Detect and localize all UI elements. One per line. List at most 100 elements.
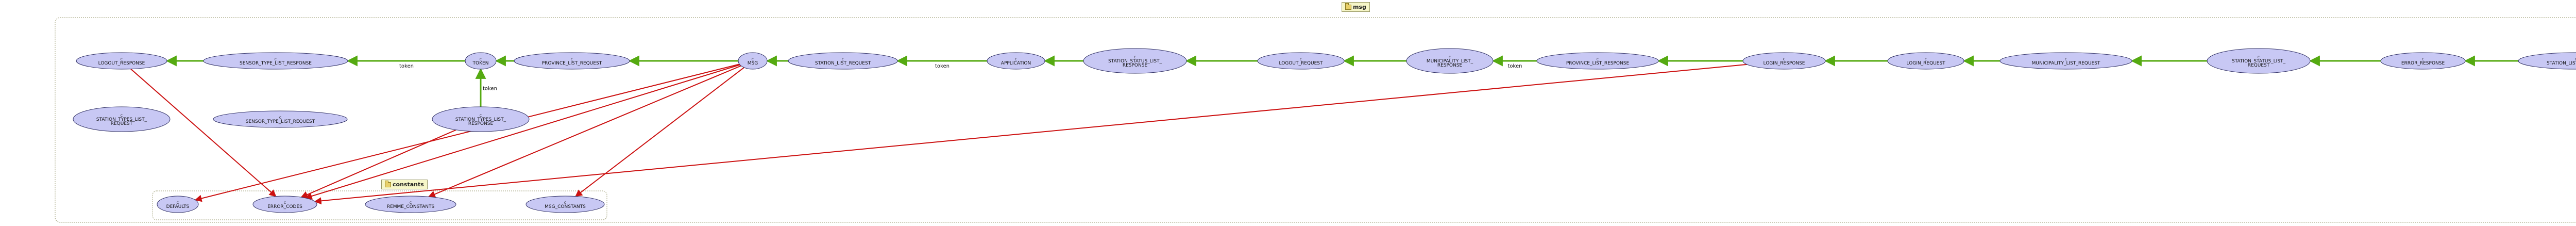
- node-label: TOKEN: [472, 61, 489, 66]
- node-ellipse: [1406, 48, 1494, 74]
- node-stereotype: C: [2422, 58, 2424, 61]
- node-ellipse: [465, 52, 497, 70]
- node-ellipse: [157, 196, 199, 213]
- edge-red-msg-to-defaults: [194, 63, 740, 202]
- node-label: STATION_STATUS_LIST_: [2232, 59, 2286, 64]
- node-label: LOGIN_REQUEST: [1906, 61, 1945, 66]
- node-stereotype: C: [279, 116, 281, 120]
- node-stereotype: C: [2065, 58, 2067, 61]
- node-stereotype: C: [177, 201, 179, 205]
- node-stereotype: C: [2258, 56, 2260, 59]
- node-stereotype: C: [752, 58, 754, 61]
- node-ellipse: [1083, 48, 1187, 74]
- node-ellipse: [1887, 52, 1964, 70]
- node-stereotype: C: [410, 201, 412, 205]
- edge-label: token: [1508, 63, 1522, 69]
- node-label: MUNICIPALITY_LIST_: [1427, 59, 1473, 64]
- node-stereotype: C: [1449, 56, 1451, 59]
- edge-label: token: [483, 86, 497, 92]
- node-ellipse: [76, 52, 167, 70]
- edge-red-msg-to-remme_constants: [428, 65, 741, 198]
- edge-label: token: [399, 63, 414, 69]
- package-msg-label: msg: [1353, 4, 1366, 10]
- node-stereotype: C: [1300, 58, 1302, 61]
- node-label: SENSOR_TYPE_LIST_RESPONSE: [240, 61, 312, 66]
- node-label: STATION_LIST_REQUEST: [815, 61, 871, 66]
- node-stereotype: C: [121, 58, 123, 61]
- node-stereotype: C: [1597, 58, 1599, 61]
- node-label: LOGIN_RESPONSE: [1764, 61, 1805, 66]
- node-label: LOGOUT_REQUEST: [1279, 61, 1323, 66]
- node-ellipse: [213, 110, 348, 128]
- node-label: ERROR_RESPONSE: [2401, 61, 2445, 66]
- node-stereotype: C: [2575, 58, 2576, 61]
- node-stereotype: C: [1015, 58, 1017, 61]
- node-ellipse: [788, 52, 898, 70]
- node-label: STATION_TYPES_LIST_: [455, 117, 506, 122]
- node-stereotype: C: [564, 201, 566, 205]
- node-stereotype: C: [480, 114, 482, 118]
- node-label: RESPONSE: [1123, 63, 1148, 68]
- package-icon: [1345, 3, 1351, 10]
- node-stereotype: C: [842, 58, 844, 61]
- package-msg-tab: msg: [1342, 2, 1370, 12]
- node-label: SENSOR_TYPE_LIST_REQUEST: [246, 119, 315, 124]
- node-stereotype: C: [571, 58, 573, 61]
- node-ellipse: [203, 52, 348, 70]
- node-label: REQUEST: [111, 121, 133, 126]
- node-label: STATION_STATUS_LIST_: [1108, 59, 1162, 64]
- node-ellipse: [1257, 52, 1345, 70]
- edge-red-logout_response-to-error_codes: [130, 68, 277, 197]
- edge-red-msg-to-msg_constants: [575, 67, 744, 197]
- nodes-layer: CLOGOUT_RESPONSECSENSOR_TYPE_LIST_RESPON…: [73, 48, 2576, 213]
- node-ellipse: [432, 106, 530, 132]
- package-constants-tab: constants: [381, 180, 428, 189]
- node-label: RESPONSE: [1437, 63, 1463, 68]
- node-ellipse: [1536, 52, 1659, 70]
- package-constants-frame: [152, 190, 607, 220]
- node-stereotype: C: [1134, 56, 1136, 59]
- node-ellipse: [2207, 48, 2311, 74]
- node-ellipse: [738, 52, 768, 70]
- node-ellipse: [2518, 52, 2576, 70]
- node-label: PROVINCE_LIST_RESPONSE: [1566, 61, 1630, 66]
- node-ellipse: [73, 106, 171, 132]
- node-ellipse: [1999, 52, 2132, 70]
- edge-red-login_response-to-error_codes: [314, 63, 1747, 205]
- node-label: DEFAULTS: [166, 204, 190, 209]
- edge-red-msg-to-error_codes: [304, 64, 740, 200]
- node-stereotype: C: [480, 58, 482, 61]
- node-label: ERROR_CODES: [267, 204, 302, 209]
- package-constants-label: constants: [393, 181, 424, 188]
- node-label: REQUEST: [2248, 63, 2270, 68]
- node-label: STATION_LIST_RESPONSE: [2547, 61, 2576, 66]
- node-label: PROVINCE_LIST_REQUEST: [542, 61, 602, 66]
- node-label: LOGOUT_RESPONSE: [98, 61, 145, 66]
- node-label: APPLICATION: [1001, 61, 1031, 66]
